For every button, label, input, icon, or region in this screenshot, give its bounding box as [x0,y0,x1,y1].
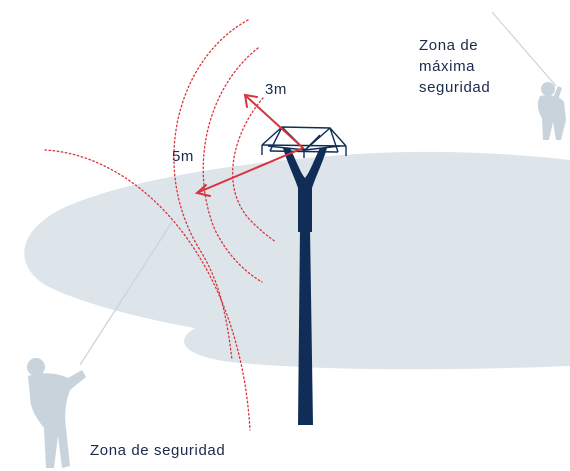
person-left [27,221,173,468]
arc-3m-inner [232,97,277,243]
arrow-5m-head [194,184,211,197]
safety-zone-label: Zona de seguridad [90,442,226,459]
arc-5m-inner [173,19,249,361]
label-3m: 3m [265,81,287,98]
max-safety-zone-label: Zona de máxima seguridad [419,35,490,98]
max-safety-zone-line-1: Zona de [419,37,479,54]
distance-arrows [194,93,304,197]
max-safety-zone-line-3: seguridad [419,79,491,96]
label-5m: 5m [172,148,194,165]
safety-arcs [44,19,277,431]
pylon-shaft [298,228,313,425]
arrow-3m-head [243,93,258,108]
max-safety-zone-line-2: máxima [419,58,476,75]
person-right [491,11,566,140]
pylon-crossarm [261,126,347,158]
arc-5m-outer [44,149,251,431]
pylon-fork [283,148,327,232]
arc-3m-outer [202,47,263,283]
arrow-5m-line [198,147,304,193]
arrow-3m-line [246,96,304,149]
